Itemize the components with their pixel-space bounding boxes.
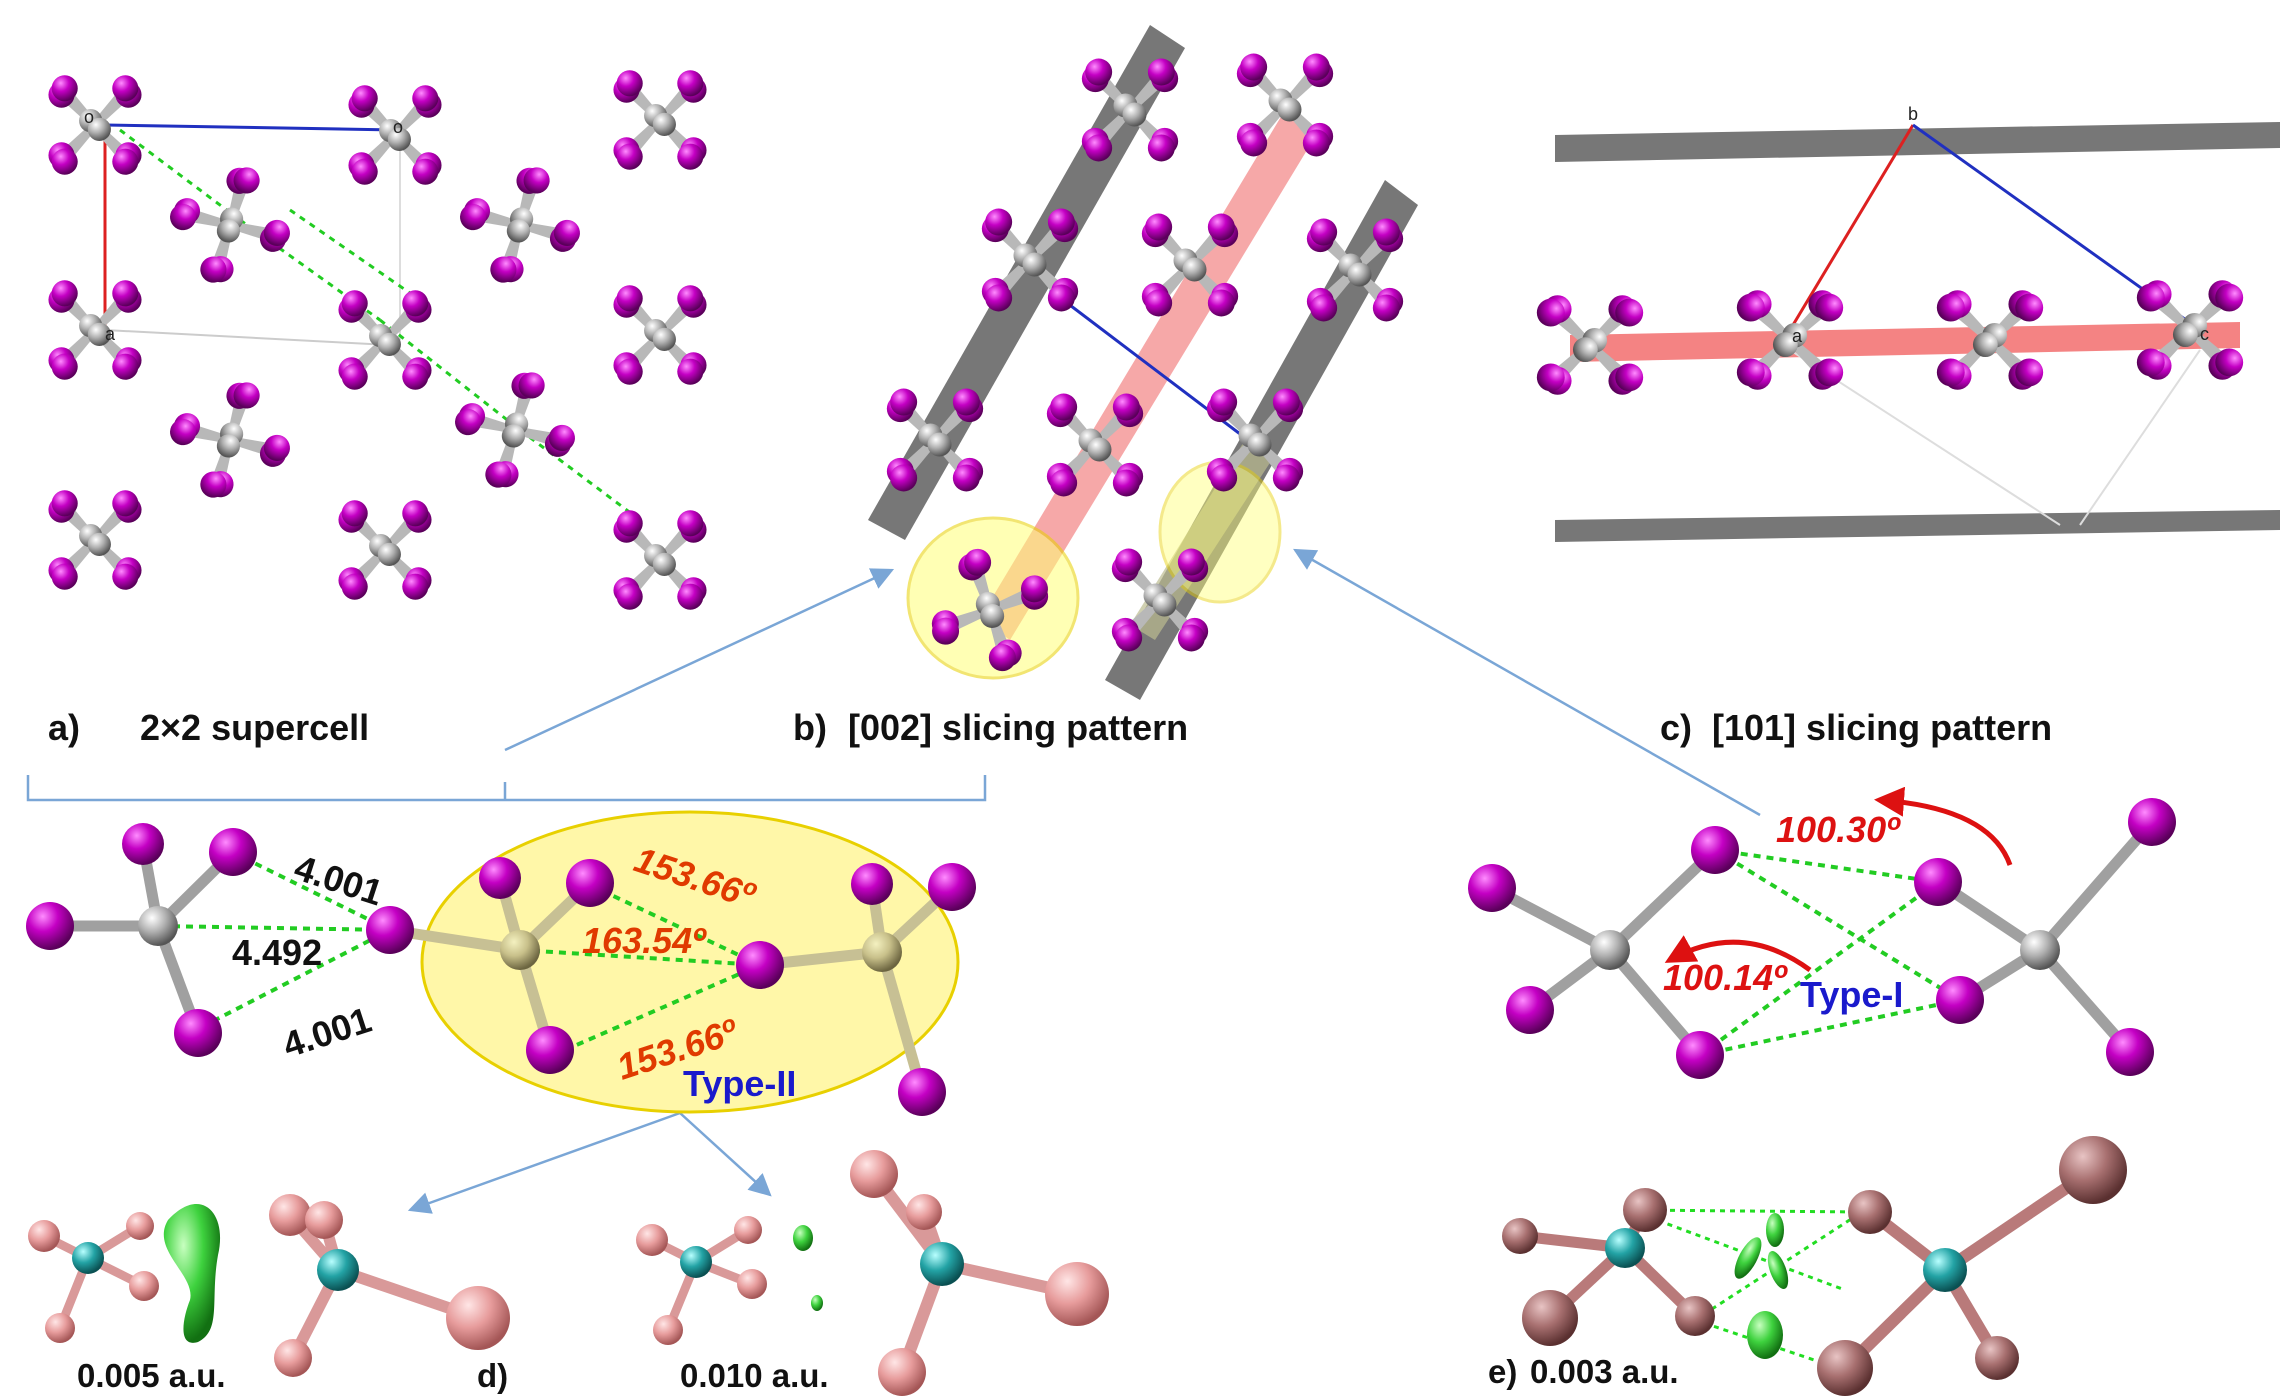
nci-surface-e4 <box>1747 1311 1783 1359</box>
type-i-molecules <box>1468 798 2176 1079</box>
bracket-type-ii <box>26 775 987 802</box>
ci4-molecule <box>338 290 432 390</box>
ci4-molecule <box>1111 548 1209 652</box>
panel-a-supercell: o o a a) 2×2 supercell <box>48 70 707 748</box>
cell-edge-c-grey2 <box>2079 349 2201 526</box>
ci4-molecule <box>1206 388 1304 492</box>
type-ii-molecules <box>26 823 976 1116</box>
axis-label-b: b <box>1908 104 1918 124</box>
ci4-molecule <box>981 208 1079 312</box>
unit-cell-edges <box>103 123 401 346</box>
angle-arrow-upper <box>1874 786 2013 866</box>
ci4-molecule-center <box>366 857 614 1074</box>
ci4-molecule-right <box>736 863 976 1116</box>
ci4-molecule <box>48 490 142 590</box>
ci4-molecule <box>460 167 580 283</box>
ci4-molecule <box>48 280 142 380</box>
type-ii-contact-detail: 4.001 4.492 4.001 153.66º 163.54º 153.66… <box>26 810 976 1116</box>
ci4-molecule <box>48 75 142 175</box>
axis-label-a-panel-a: a <box>105 324 116 344</box>
axis-label-a-panel-c: a <box>1792 326 1803 346</box>
panel-d-letter: d) <box>477 1357 508 1394</box>
ci4-molecule <box>170 382 290 498</box>
ci4-molecule-right <box>1914 798 2176 1076</box>
ci4-molecule <box>2136 280 2244 380</box>
nci-surface-0010-top <box>793 1225 813 1251</box>
type-ii-contact-lines <box>159 850 761 1052</box>
nci-molecule-e2 <box>1817 1136 2127 1396</box>
angle-lower: 100.14º <box>1663 957 1788 998</box>
type-ii-label: Type-II <box>683 1063 796 1104</box>
connector-arrows <box>26 548 1761 1214</box>
nci-panels: 0.005 a.u. d) 0.010 a.u. e) 0.003 a.u. <box>28 1136 2127 1396</box>
axis-label-c: c <box>2200 324 2209 344</box>
type-i-label: Type-I <box>1800 974 1903 1015</box>
ci4-molecule <box>1936 290 2044 390</box>
panel-b-slicing-002: b) [002] slicing pattern <box>793 25 1418 748</box>
slice-101-molecules <box>1536 280 2244 395</box>
isovalue-d-right: 0.010 a.u. <box>680 1357 829 1394</box>
slice-plane-top <box>1555 122 2280 162</box>
distance-middle: 4.492 <box>232 932 322 973</box>
nci-molecule-d3 <box>636 1216 767 1345</box>
ci4-molecule <box>1081 58 1179 162</box>
ci4-molecule-left <box>26 823 257 1057</box>
angle-middle: 163.54º <box>582 920 707 961</box>
ci4-molecule <box>1141 213 1239 317</box>
ci4-molecule <box>1736 290 1844 390</box>
ci4-molecule <box>931 548 1049 672</box>
ci4-molecule <box>348 85 442 185</box>
type-i-contact-lines <box>1698 848 1962 1057</box>
panel-a-title: 2×2 supercell <box>140 707 369 748</box>
nci-e-contact-lines <box>1629 1208 1863 1370</box>
panel-b-title: [002] slicing pattern <box>848 707 1188 748</box>
slice-002-molecules <box>886 53 1404 672</box>
nci-surface-e1 <box>1766 1213 1784 1247</box>
ci4-molecule <box>170 167 290 283</box>
ci4-molecule <box>613 285 707 385</box>
angle-upper: 100.30º <box>1776 809 1901 850</box>
nci-surface-e3 <box>1767 1251 1789 1289</box>
isovalue-d-left: 0.005 a.u. <box>77 1357 226 1394</box>
slice-plane-bottom <box>1555 510 2280 542</box>
ci4-molecule <box>1046 393 1144 497</box>
nci-molecule-e1 <box>1502 1188 1715 1346</box>
ci4-molecule <box>613 510 707 610</box>
cell-edge-c-red <box>1788 124 1915 331</box>
type-i-contact-detail: 100.30º 100.14º Type-I <box>1468 786 2176 1079</box>
ci4-molecule <box>455 372 575 488</box>
nci-molecules <box>28 1136 2127 1396</box>
ci4-molecule <box>613 70 707 170</box>
nci-surface-e2 <box>1734 1237 1762 1279</box>
nci-molecule-d4 <box>850 1150 1109 1396</box>
panel-e-letter: e) <box>1488 1353 1517 1390</box>
nci-surface-0005 <box>163 1203 221 1343</box>
panel-c-letter: c) <box>1660 707 1692 748</box>
nci-molecule-d1 <box>28 1212 159 1343</box>
ci4-molecule <box>1306 218 1404 322</box>
distance-bottom: 4.001 <box>278 999 376 1066</box>
panel-c-title: [101] slicing pattern <box>1712 707 2052 748</box>
ci4-molecule-left <box>1468 826 1739 1079</box>
slice-plane-red-c <box>1570 322 2240 362</box>
nci-surface-0010-bottom <box>811 1295 823 1311</box>
angle-arrow-lower <box>1664 935 1812 973</box>
axis-label-o2: o <box>393 117 403 137</box>
ci4-molecule <box>338 500 432 600</box>
isovalue-e: 0.003 a.u. <box>1530 1353 1679 1390</box>
panel-a-letter: a) <box>48 707 80 748</box>
ci4-molecule <box>886 388 984 492</box>
ci4-molecule <box>1536 295 1644 395</box>
supercell-molecules <box>48 70 707 610</box>
panel-b-letter: b) <box>793 707 827 748</box>
ci4-molecule <box>1236 53 1334 157</box>
panel-c-slicing-101: b a c c) [101] slicing pattern <box>1536 104 2280 748</box>
nci-molecule-d2 <box>269 1194 510 1377</box>
axis-label-o1: o <box>84 107 94 127</box>
